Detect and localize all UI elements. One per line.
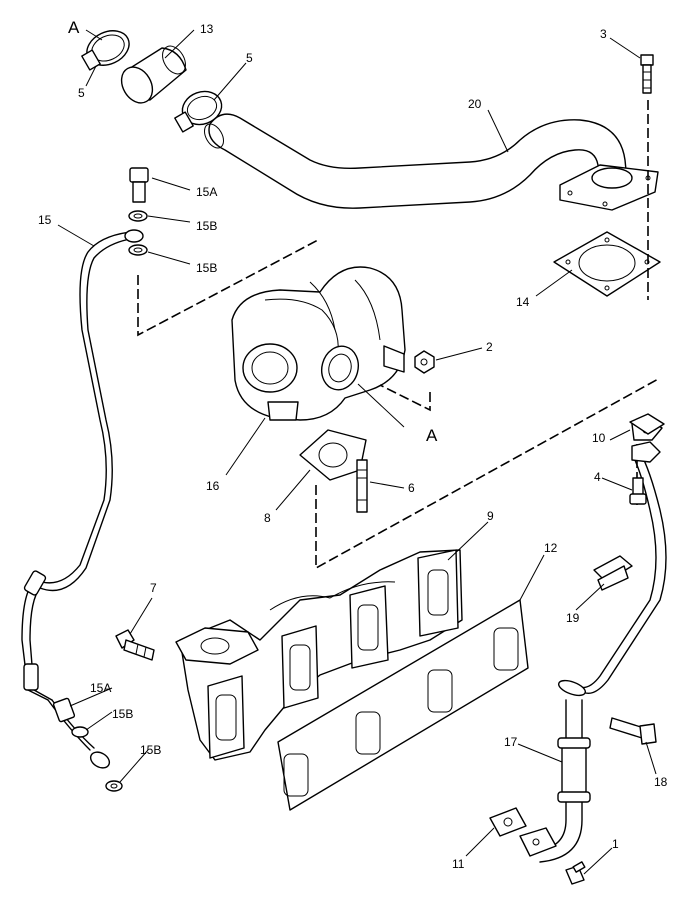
banjo-bolt-top — [128, 167, 149, 256]
label-A-turbo: A — [426, 426, 438, 445]
bolt-1 — [565, 861, 586, 885]
label-11: 11 — [452, 857, 465, 871]
callout-labels: A A 13 5 5 3 20 15A 15B 15B 15 14 2 10 4… — [38, 18, 668, 871]
air-tube — [204, 113, 659, 211]
assembly-lines — [137, 239, 661, 570]
label-9: 9 — [487, 509, 494, 523]
bolt-18 — [609, 717, 657, 745]
nut-2 — [414, 350, 435, 374]
gasket-8 — [299, 429, 367, 481]
stud-6 — [356, 459, 368, 513]
label-15B-top-2: 15B — [196, 261, 217, 275]
label-4: 4 — [594, 470, 601, 484]
hose-coupling — [120, 45, 187, 104]
label-5-top: 5 — [246, 51, 253, 65]
bolt-7 — [115, 629, 155, 661]
label-15B-bottom-1: 15B — [112, 707, 133, 721]
gasket-11 — [489, 807, 527, 837]
label-12: 12 — [544, 541, 558, 555]
manifold-gasket — [277, 599, 529, 811]
hose-clamp-right — [174, 90, 223, 133]
turbocharger — [231, 266, 406, 421]
label-16: 16 — [206, 479, 220, 493]
label-19: 19 — [566, 611, 580, 625]
label-3: 3 — [600, 27, 607, 41]
label-13: 13 — [200, 22, 214, 36]
label-17: 17 — [504, 735, 518, 749]
label-14: 14 — [516, 295, 530, 309]
label-20: 20 — [468, 97, 482, 111]
label-7: 7 — [150, 581, 157, 595]
label-15A-bottom: 15A — [90, 681, 111, 695]
label-8: 8 — [264, 511, 271, 525]
gasket-flange — [553, 231, 661, 297]
label-15B-top-1: 15B — [196, 219, 217, 233]
oil-return-tube — [519, 419, 667, 863]
label-10: 10 — [592, 431, 606, 445]
label-1: 1 — [612, 837, 619, 851]
label-6: 6 — [408, 481, 415, 495]
gasket-10 — [629, 413, 665, 435]
label-2: 2 — [486, 340, 493, 354]
label-15A-top: 15A — [196, 185, 217, 199]
label-15B-bottom-2: 15B — [140, 743, 161, 757]
hose-clamp-left — [81, 30, 130, 71]
oil-supply-line — [21, 229, 144, 751]
clip-19 — [593, 555, 633, 591]
banjo-bolt-bottom — [52, 697, 123, 792]
exhaust-manifold — [175, 549, 463, 761]
label-A-top: A — [68, 18, 80, 37]
label-5-left: 5 — [78, 86, 85, 100]
label-15: 15 — [38, 213, 52, 227]
bolt-4 — [629, 477, 647, 505]
label-18: 18 — [654, 775, 668, 789]
leader-lines — [57, 29, 657, 875]
bolt-3 — [640, 54, 654, 94]
